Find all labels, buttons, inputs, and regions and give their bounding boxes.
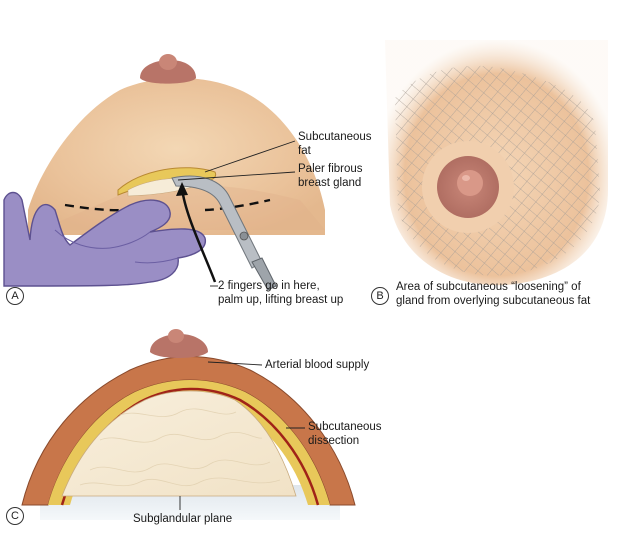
label-paler-gland-line1: Paler fibrous — [298, 163, 363, 175]
label-subcutaneous-fat-line1: Subcutaneous — [298, 131, 372, 143]
label-paler-gland-line2: breast gland — [298, 177, 362, 189]
panel-b-badge: B — [371, 287, 389, 305]
breast-skin-a — [28, 77, 325, 235]
label-subglandular-plane: Subglandular plane — [133, 513, 233, 525]
panel-c — [21, 329, 356, 520]
caption-b-line1: Area of subcutaneous “loosening” of — [396, 281, 581, 293]
areola-c — [150, 334, 208, 358]
label-subcutaneous-dissection-line1: Subcutaneous — [308, 421, 382, 433]
label-arterial-blood-supply: Arterial blood supply — [265, 359, 370, 371]
label-fingers-line1: 2 fingers go in here, — [218, 280, 320, 292]
caption-b-line2: gland from overlying subcutaneous fat — [396, 295, 591, 307]
retractor-handle — [251, 257, 277, 291]
fat-layer-c — [48, 380, 330, 505]
label-subcutaneous-dissection-line2: dissection — [308, 435, 360, 447]
panel-a-badge: A — [6, 287, 24, 305]
nipple-a — [140, 60, 196, 84]
label-fingers-line2: palm up, lifting breast up — [218, 294, 344, 306]
incision-line-right — [204, 198, 271, 212]
nipple-b — [457, 170, 483, 196]
incision-line-left — [64, 203, 126, 212]
nipple-tip-a — [159, 54, 177, 70]
label-subcutaneous-fat-line2: fat — [298, 145, 311, 157]
panel-b — [385, 40, 608, 286]
arrow-fingers — [180, 187, 217, 283]
panel-c-badge: C — [6, 507, 24, 525]
nipple-c — [168, 329, 184, 343]
panel-a — [3, 54, 325, 291]
